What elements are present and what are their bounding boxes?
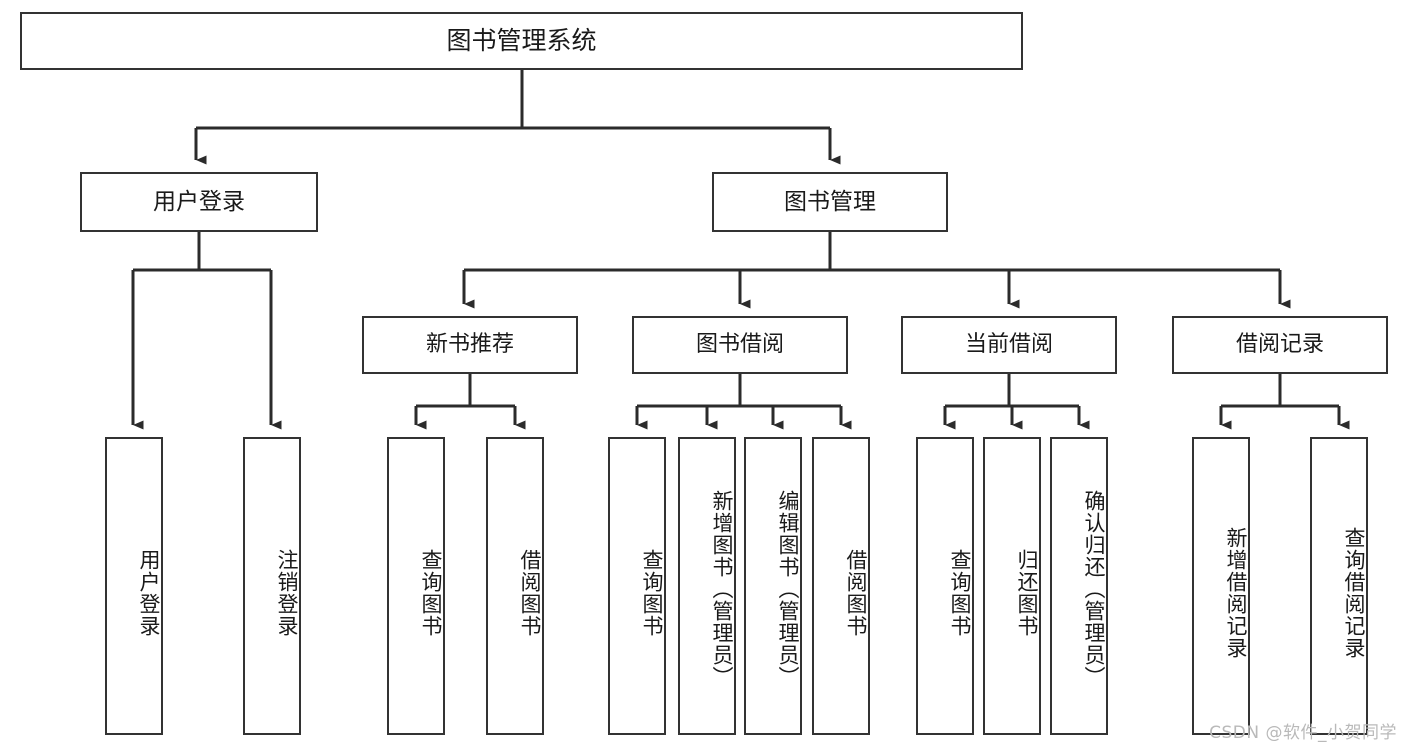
leaf-borrow-book[interactable]: 借阅图书 — [812, 437, 870, 735]
node-book-management[interactable]: 图书管理 — [712, 172, 948, 232]
leaf-query-book-recommend[interactable]: 查询图书 — [387, 437, 445, 735]
leaf-edit-book-admin[interactable]: 编辑图书（管理员） — [744, 437, 802, 735]
leaf-return-book[interactable]: 归还图书 — [983, 437, 1041, 735]
node-borrow-record[interactable]: 借阅记录 — [1172, 316, 1388, 374]
csdn-watermark: CSDN @软件_小贺同学 — [1209, 723, 1397, 743]
leaf-query-book-current[interactable]: 查询图书 — [916, 437, 974, 735]
leaf-query-book-borrow[interactable]: 查询图书 — [608, 437, 666, 735]
node-user-login[interactable]: 用户登录 — [80, 172, 318, 232]
leaf-add-book-admin[interactable]: 新增图书（管理员） — [678, 437, 736, 735]
node-new-book-recommend[interactable]: 新书推荐 — [362, 316, 578, 374]
leaf-confirm-return-admin[interactable]: 确认归还（管理员） — [1050, 437, 1108, 735]
leaf-borrow-book-recommend[interactable]: 借阅图书 — [486, 437, 544, 735]
node-book-borrow[interactable]: 图书借阅 — [632, 316, 848, 374]
leaf-add-borrow-record[interactable]: 新增借阅记录 — [1192, 437, 1250, 735]
node-current-borrow[interactable]: 当前借阅 — [901, 316, 1117, 374]
leaf-user-login[interactable]: 用户登录 — [105, 437, 163, 735]
leaf-logout[interactable]: 注销登录 — [243, 437, 301, 735]
leaf-query-borrow-record[interactable]: 查询借阅记录 — [1310, 437, 1368, 735]
node-root-system[interactable]: 图书管理系统 — [20, 12, 1023, 70]
